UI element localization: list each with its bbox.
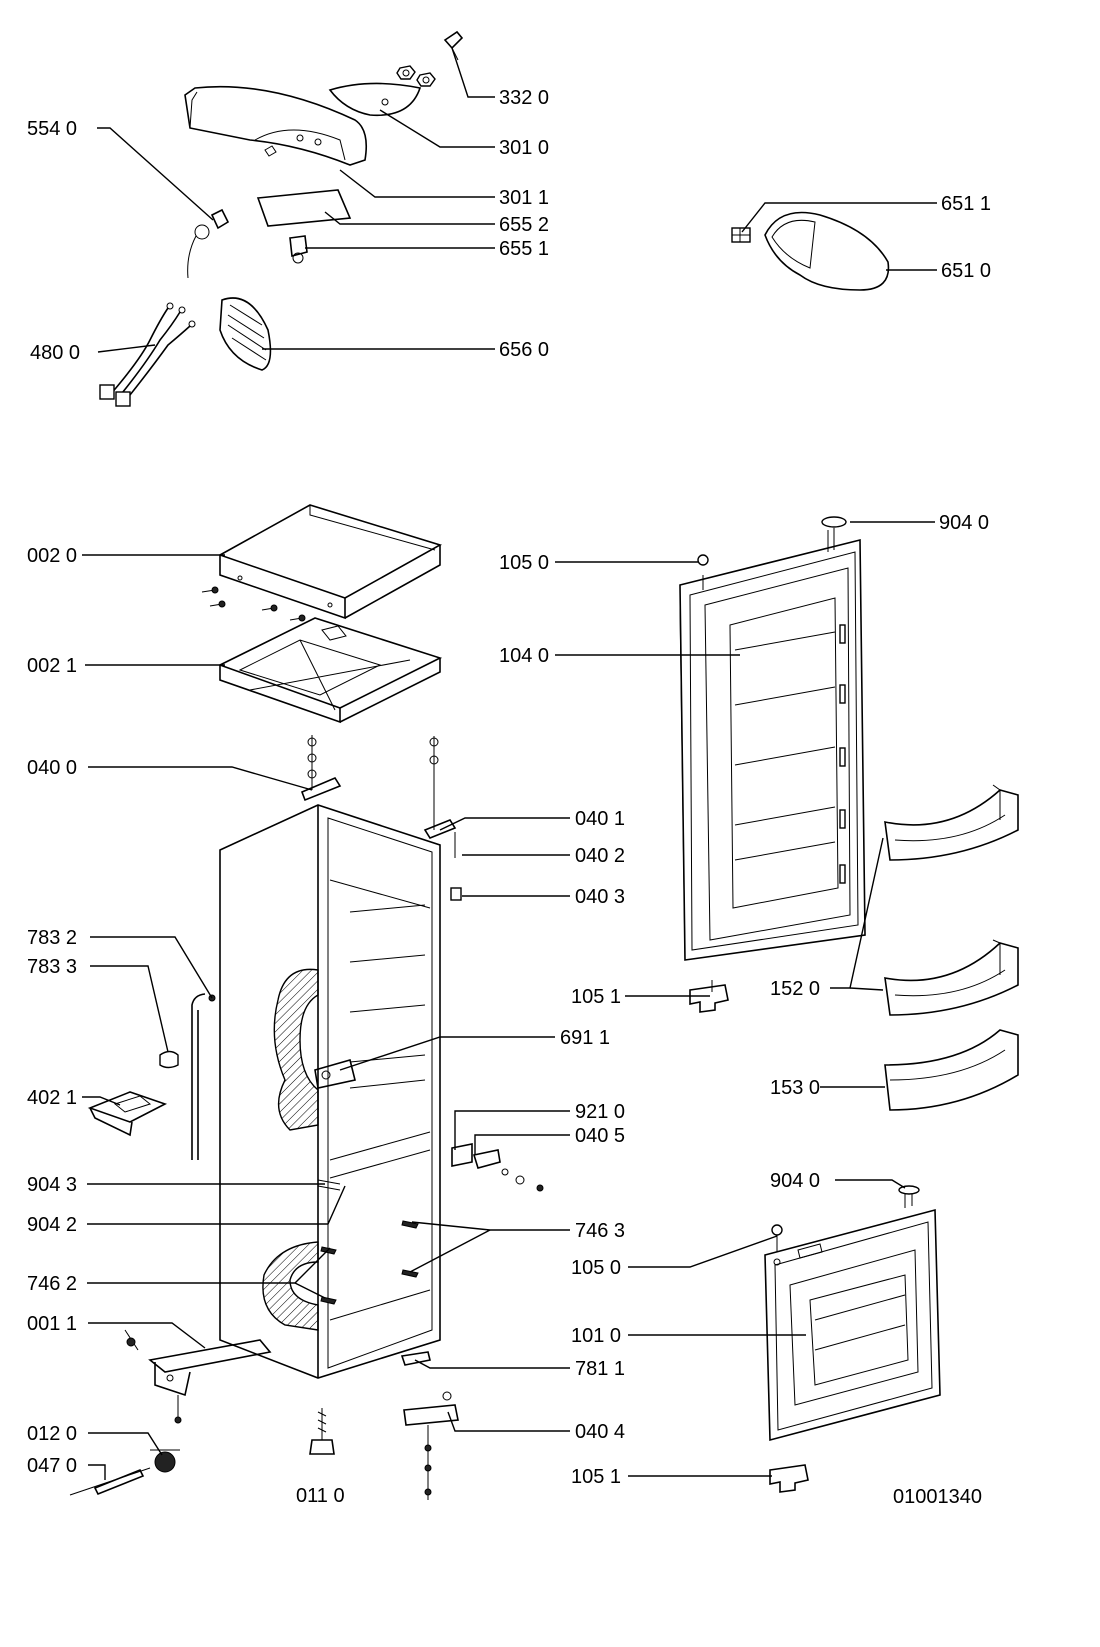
bulb-drawing (443, 30, 464, 61)
label-105-1-top: 105 1 (571, 986, 621, 1008)
label-332-0: 332 0 (499, 87, 549, 109)
drain-tray-drawing (87, 1091, 168, 1137)
label-651-0: 651 0 (941, 260, 991, 282)
lower-door-drawing (764, 1185, 941, 1442)
light-fixture-drawing (314, 1059, 356, 1089)
label-105-0-bottom: 105 0 (571, 1257, 621, 1279)
cabinet-cutaway-upper-drawing (273, 968, 319, 1131)
screws-drawing (201, 586, 306, 622)
label-783-2: 783 2 (27, 927, 77, 949)
label-783-3: 783 3 (27, 956, 77, 978)
top-cover-drawing (218, 504, 443, 620)
label-921-0: 921 0 (575, 1101, 625, 1123)
label-002-0: 002 0 (27, 545, 77, 567)
thermostat-drawing (187, 208, 230, 279)
handle-drawing (731, 211, 890, 291)
top-hinge-drawing (300, 735, 462, 901)
label-904-0-bottom: 904 0 (770, 1170, 820, 1192)
label-card-drawing (256, 189, 352, 227)
hinge-middle-drawing (451, 1143, 544, 1192)
lamp-holder-drawing (289, 235, 308, 264)
label-655-1: 655 1 (499, 238, 549, 260)
label-104-0: 104 0 (499, 645, 549, 667)
wiring-harness-drawing (99, 302, 196, 407)
label-651-1: 651 1 (941, 193, 991, 215)
control-housing-drawing (184, 85, 368, 166)
label-904-3: 904 3 (27, 1174, 77, 1196)
bottom-bracket-drawing (400, 1351, 459, 1500)
label-040-0: 040 0 (27, 757, 77, 779)
label-655-2: 655 2 (499, 214, 549, 236)
roller-drawing (69, 1449, 180, 1496)
lower-hinge-bracket-drawing (769, 1464, 809, 1493)
nuts-drawing (396, 65, 436, 87)
upper-door-shelf-2-drawing (884, 939, 1019, 1016)
cabinet-drawing (219, 804, 441, 1379)
label-105-0-top: 105 0 (499, 552, 549, 574)
label-904-2: 904 2 (27, 1214, 77, 1236)
label-001-1: 001 1 (27, 1313, 77, 1335)
bottle-shelf-drawing (884, 1029, 1019, 1111)
label-301-1: 301 1 (499, 187, 549, 209)
upper-door-drawing (679, 516, 866, 961)
adjustable-foot-drawing (309, 1408, 335, 1455)
label-152-0: 152 0 (770, 978, 820, 1000)
label-105-1-bottom: 105 1 (571, 1466, 621, 1488)
leader-lines (82, 47, 937, 1480)
cabinet-cutaway-lower-drawing (262, 1241, 319, 1331)
label-402-1: 402 1 (27, 1087, 77, 1109)
control-knob-cover-drawing (328, 82, 422, 117)
top-frame-drawing (217, 617, 443, 724)
side-tube-drawing (191, 993, 216, 1160)
label-301-0: 301 0 (499, 137, 549, 159)
label-656-0: 656 0 (499, 339, 549, 361)
door-stops-drawing (317, 1179, 419, 1305)
upper-door-shelf-1-drawing (884, 784, 1019, 861)
label-153-0: 153 0 (770, 1077, 820, 1099)
label-002-1: 002 1 (27, 655, 77, 677)
label-746-3: 746 3 (575, 1220, 625, 1242)
label-040-3: 040 3 (575, 886, 625, 908)
bottom-rail-drawing (124, 1329, 272, 1424)
light-diffuser-drawing (219, 297, 272, 371)
label-040-1: 040 1 (575, 808, 625, 830)
label-554-0: 554 0 (27, 118, 77, 140)
document-number: 01001340 (893, 1486, 982, 1508)
label-691-1: 691 1 (560, 1027, 610, 1049)
label-904-0-top: 904 0 (939, 512, 989, 534)
label-040-2: 040 2 (575, 845, 625, 867)
label-047-0: 047 0 (27, 1455, 77, 1477)
upper-hinge-bracket-drawing (689, 980, 729, 1013)
label-781-1: 781 1 (575, 1358, 625, 1380)
label-011-0: 011 0 (296, 1485, 345, 1507)
label-012-0: 012 0 (27, 1423, 77, 1445)
label-040-4: 040 4 (575, 1421, 625, 1443)
label-480-0: 480 0 (30, 342, 80, 364)
grommet-drawing (159, 1050, 179, 1069)
label-746-2: 746 2 (27, 1273, 77, 1295)
label-101-0: 101 0 (571, 1325, 621, 1347)
label-040-5: 040 5 (575, 1125, 625, 1147)
part-labels: 332 0 301 0 554 0 301 1 655 2 655 1 651 … (27, 87, 991, 1508)
